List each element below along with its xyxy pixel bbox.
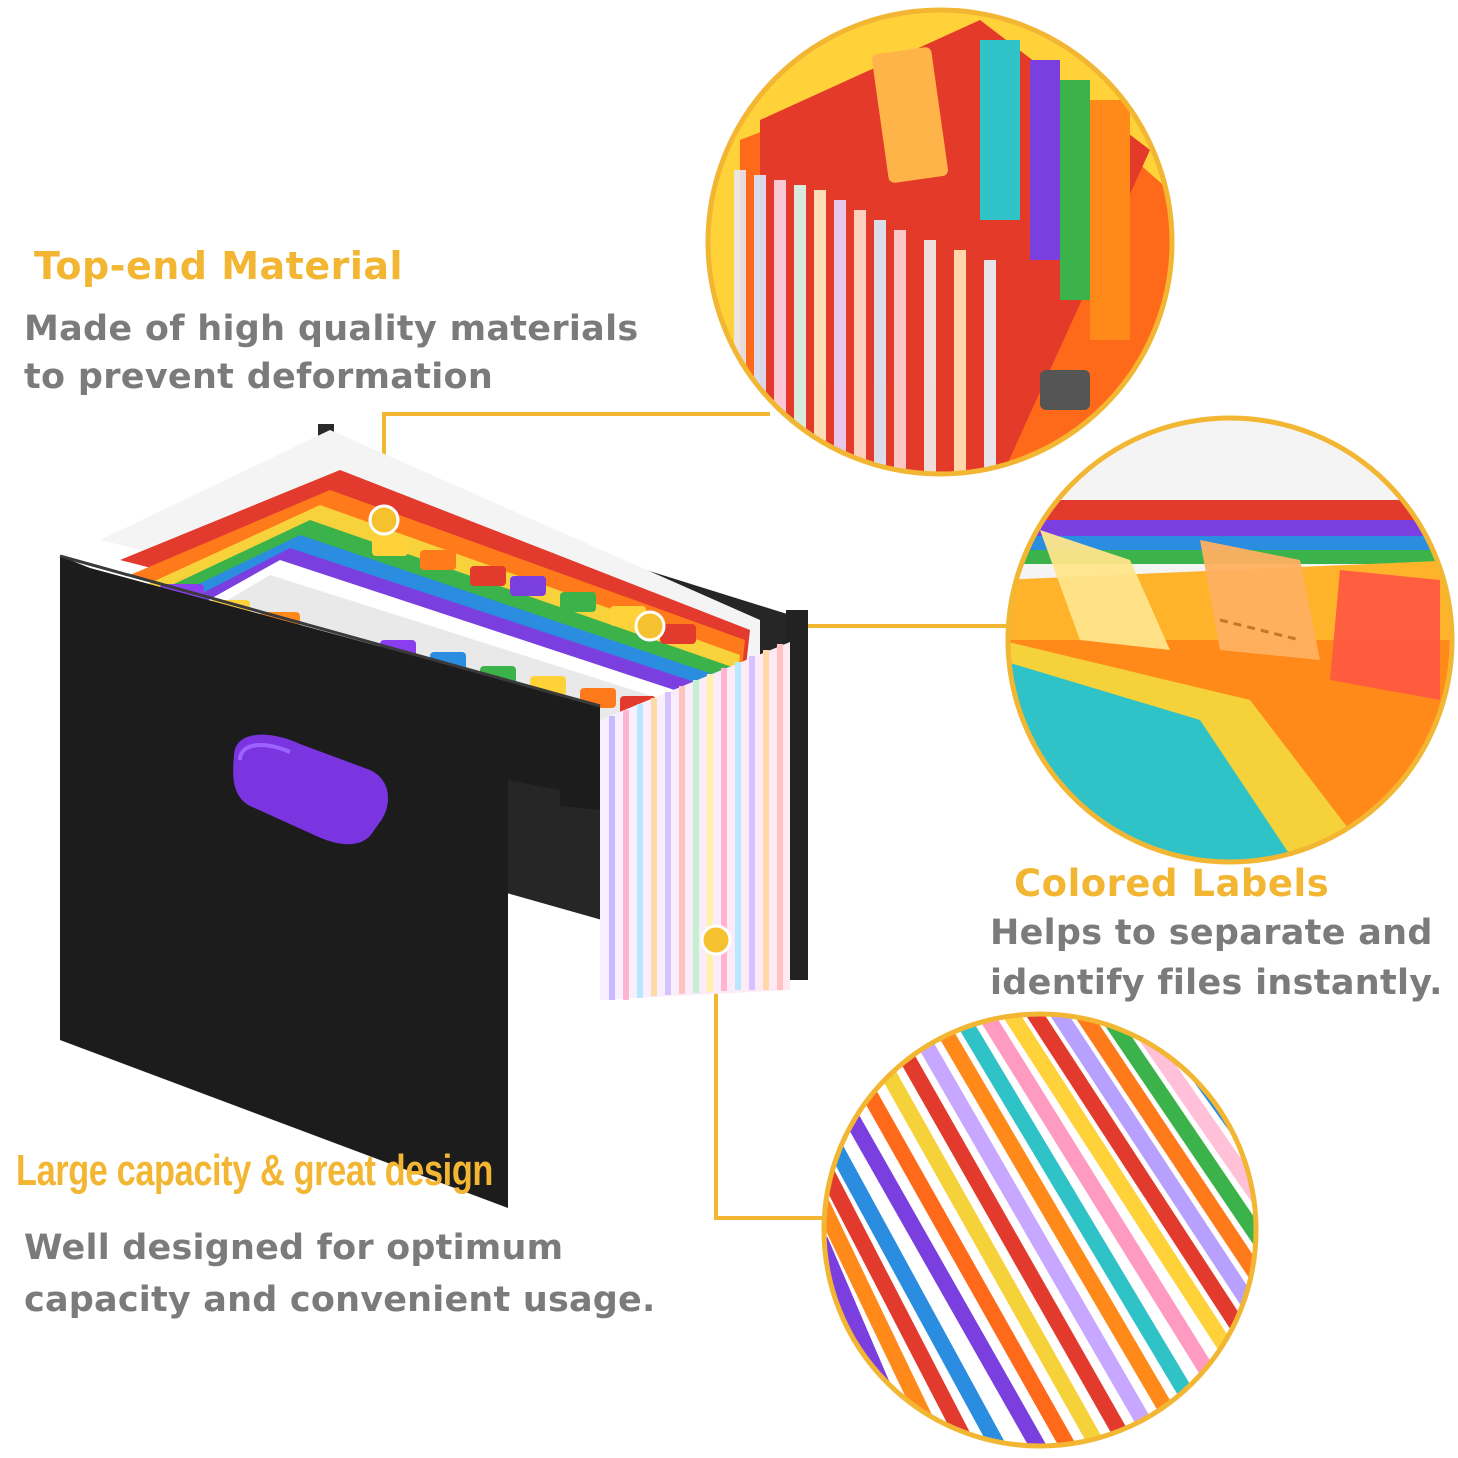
zoom-circle-material xyxy=(708,10,1172,474)
feature-title-labels: Colored Labels xyxy=(1014,862,1330,905)
accordion-pockets xyxy=(600,642,790,1000)
feature-desc-line: to prevent deformation xyxy=(24,357,494,397)
feature-title-material: Top-end Material xyxy=(34,244,404,288)
feature-desc-line: identify files instantly. xyxy=(990,963,1443,1003)
callout-dots xyxy=(368,504,732,956)
feature-desc-material: Made of high quality materials to preven… xyxy=(24,305,639,401)
feature-desc-capacity: Well designed for optimum capacity and c… xyxy=(24,1222,656,1326)
zoom-circle-labels xyxy=(1008,418,1452,862)
feature-desc-labels: Helps to separate and identify files ins… xyxy=(990,908,1443,1008)
feature-desc-line: Made of high quality materials xyxy=(24,309,639,349)
feature-title-capacity: Large capacity & great design xyxy=(16,1146,493,1195)
feature-desc-line: capacity and convenient usage. xyxy=(24,1280,656,1320)
feature-desc-line: Helps to separate and xyxy=(990,913,1433,953)
feature-desc-line: Well designed for optimum xyxy=(24,1228,564,1268)
file-organizer-product xyxy=(59,424,808,1208)
